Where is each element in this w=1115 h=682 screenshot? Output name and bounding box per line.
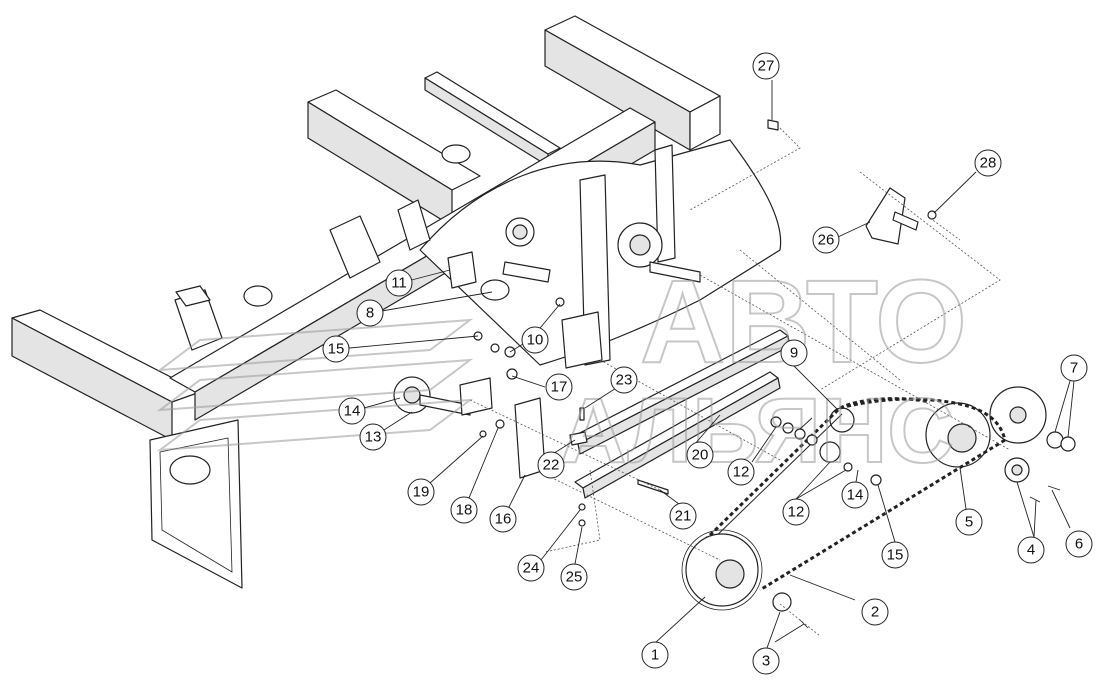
svg-text:26: 26 <box>818 232 835 249</box>
svg-text:28: 28 <box>980 155 997 172</box>
callout-24: 24 <box>517 554 545 582</box>
callout-11: 11 <box>385 269 413 297</box>
roller-chain <box>703 397 1007 592</box>
svg-text:1: 1 <box>651 647 659 664</box>
sprocket-drive-group <box>819 386 1076 503</box>
callout-18: 18 <box>450 496 478 524</box>
callout-20: 20 <box>686 441 714 469</box>
callout-7: 7 <box>1060 354 1088 382</box>
callout-15-right: 15 <box>881 541 909 569</box>
svg-text:11: 11 <box>391 275 407 292</box>
callout-28: 28 <box>974 149 1002 177</box>
callout-9: 9 <box>780 339 808 367</box>
svg-text:9: 9 <box>790 345 798 362</box>
callout-8: 8 <box>356 299 384 327</box>
callout-2: 2 <box>861 598 889 626</box>
chain-guide-rail <box>569 329 791 499</box>
tensioner-bracket <box>865 187 919 245</box>
fasteners <box>473 119 937 527</box>
watermark-line1: АВТО <box>640 256 967 388</box>
svg-text:25: 25 <box>566 569 583 586</box>
svg-text:14: 14 <box>344 403 361 420</box>
callout-12-upper: 12 <box>727 458 755 486</box>
callout-6: 6 <box>1065 530 1093 558</box>
svg-text:8: 8 <box>366 305 374 322</box>
driven-sprocket <box>681 529 809 629</box>
svg-text:6: 6 <box>1075 536 1083 553</box>
svg-text:7: 7 <box>1070 360 1078 377</box>
callout-16: 16 <box>489 505 517 533</box>
svg-text:4: 4 <box>1027 542 1035 559</box>
frame-assembly <box>11 15 782 589</box>
svg-text:15: 15 <box>328 341 345 358</box>
svg-text:13: 13 <box>365 429 382 446</box>
callout-5: 5 <box>955 508 983 536</box>
callout-4: 4 <box>1017 536 1045 564</box>
callout-15-left: 15 <box>322 335 350 363</box>
svg-text:24: 24 <box>523 560 540 577</box>
svg-text:12: 12 <box>788 504 805 521</box>
watermark-logo: АВТО АЛЬЯНС <box>156 255 968 483</box>
svg-text:22: 22 <box>543 457 560 474</box>
callout-21: 21 <box>669 502 697 530</box>
svg-text:12: 12 <box>733 464 750 481</box>
callout-10: 10 <box>521 326 549 354</box>
callouts: 1 2 3 4 5 6 7 8 9 10 11 12 12 13 14 14 1… <box>322 52 1093 675</box>
callout-17: 17 <box>545 373 573 401</box>
svg-text:2: 2 <box>871 604 879 621</box>
callout-27: 27 <box>752 52 780 80</box>
svg-text:3: 3 <box>762 653 770 670</box>
svg-text:16: 16 <box>495 511 512 528</box>
callout-25: 25 <box>560 563 588 591</box>
callout-19: 19 <box>407 478 435 506</box>
svg-text:27: 27 <box>758 58 775 75</box>
callout-13: 13 <box>359 423 387 451</box>
svg-text:15: 15 <box>887 547 904 564</box>
watermark-line2: АЛЬЯНС <box>560 380 954 482</box>
svg-text:20: 20 <box>692 447 709 464</box>
callout-23: 23 <box>610 366 638 394</box>
svg-text:17: 17 <box>551 379 568 396</box>
svg-text:10: 10 <box>527 332 544 349</box>
callout-3: 3 <box>752 647 780 675</box>
svg-text:5: 5 <box>965 514 973 531</box>
callout-26: 26 <box>812 226 840 254</box>
callout-12-lower: 12 <box>782 498 810 526</box>
svg-text:18: 18 <box>456 502 473 519</box>
assembly-lines <box>469 127 1011 637</box>
callout-1: 1 <box>641 641 669 669</box>
svg-text:23: 23 <box>616 372 633 389</box>
svg-text:14: 14 <box>847 487 864 504</box>
svg-text:21: 21 <box>675 508 692 525</box>
svg-text:19: 19 <box>413 484 430 501</box>
callout-14-right: 14 <box>841 481 869 509</box>
callout-22: 22 <box>537 451 565 479</box>
callout-14-left: 14 <box>338 397 366 425</box>
